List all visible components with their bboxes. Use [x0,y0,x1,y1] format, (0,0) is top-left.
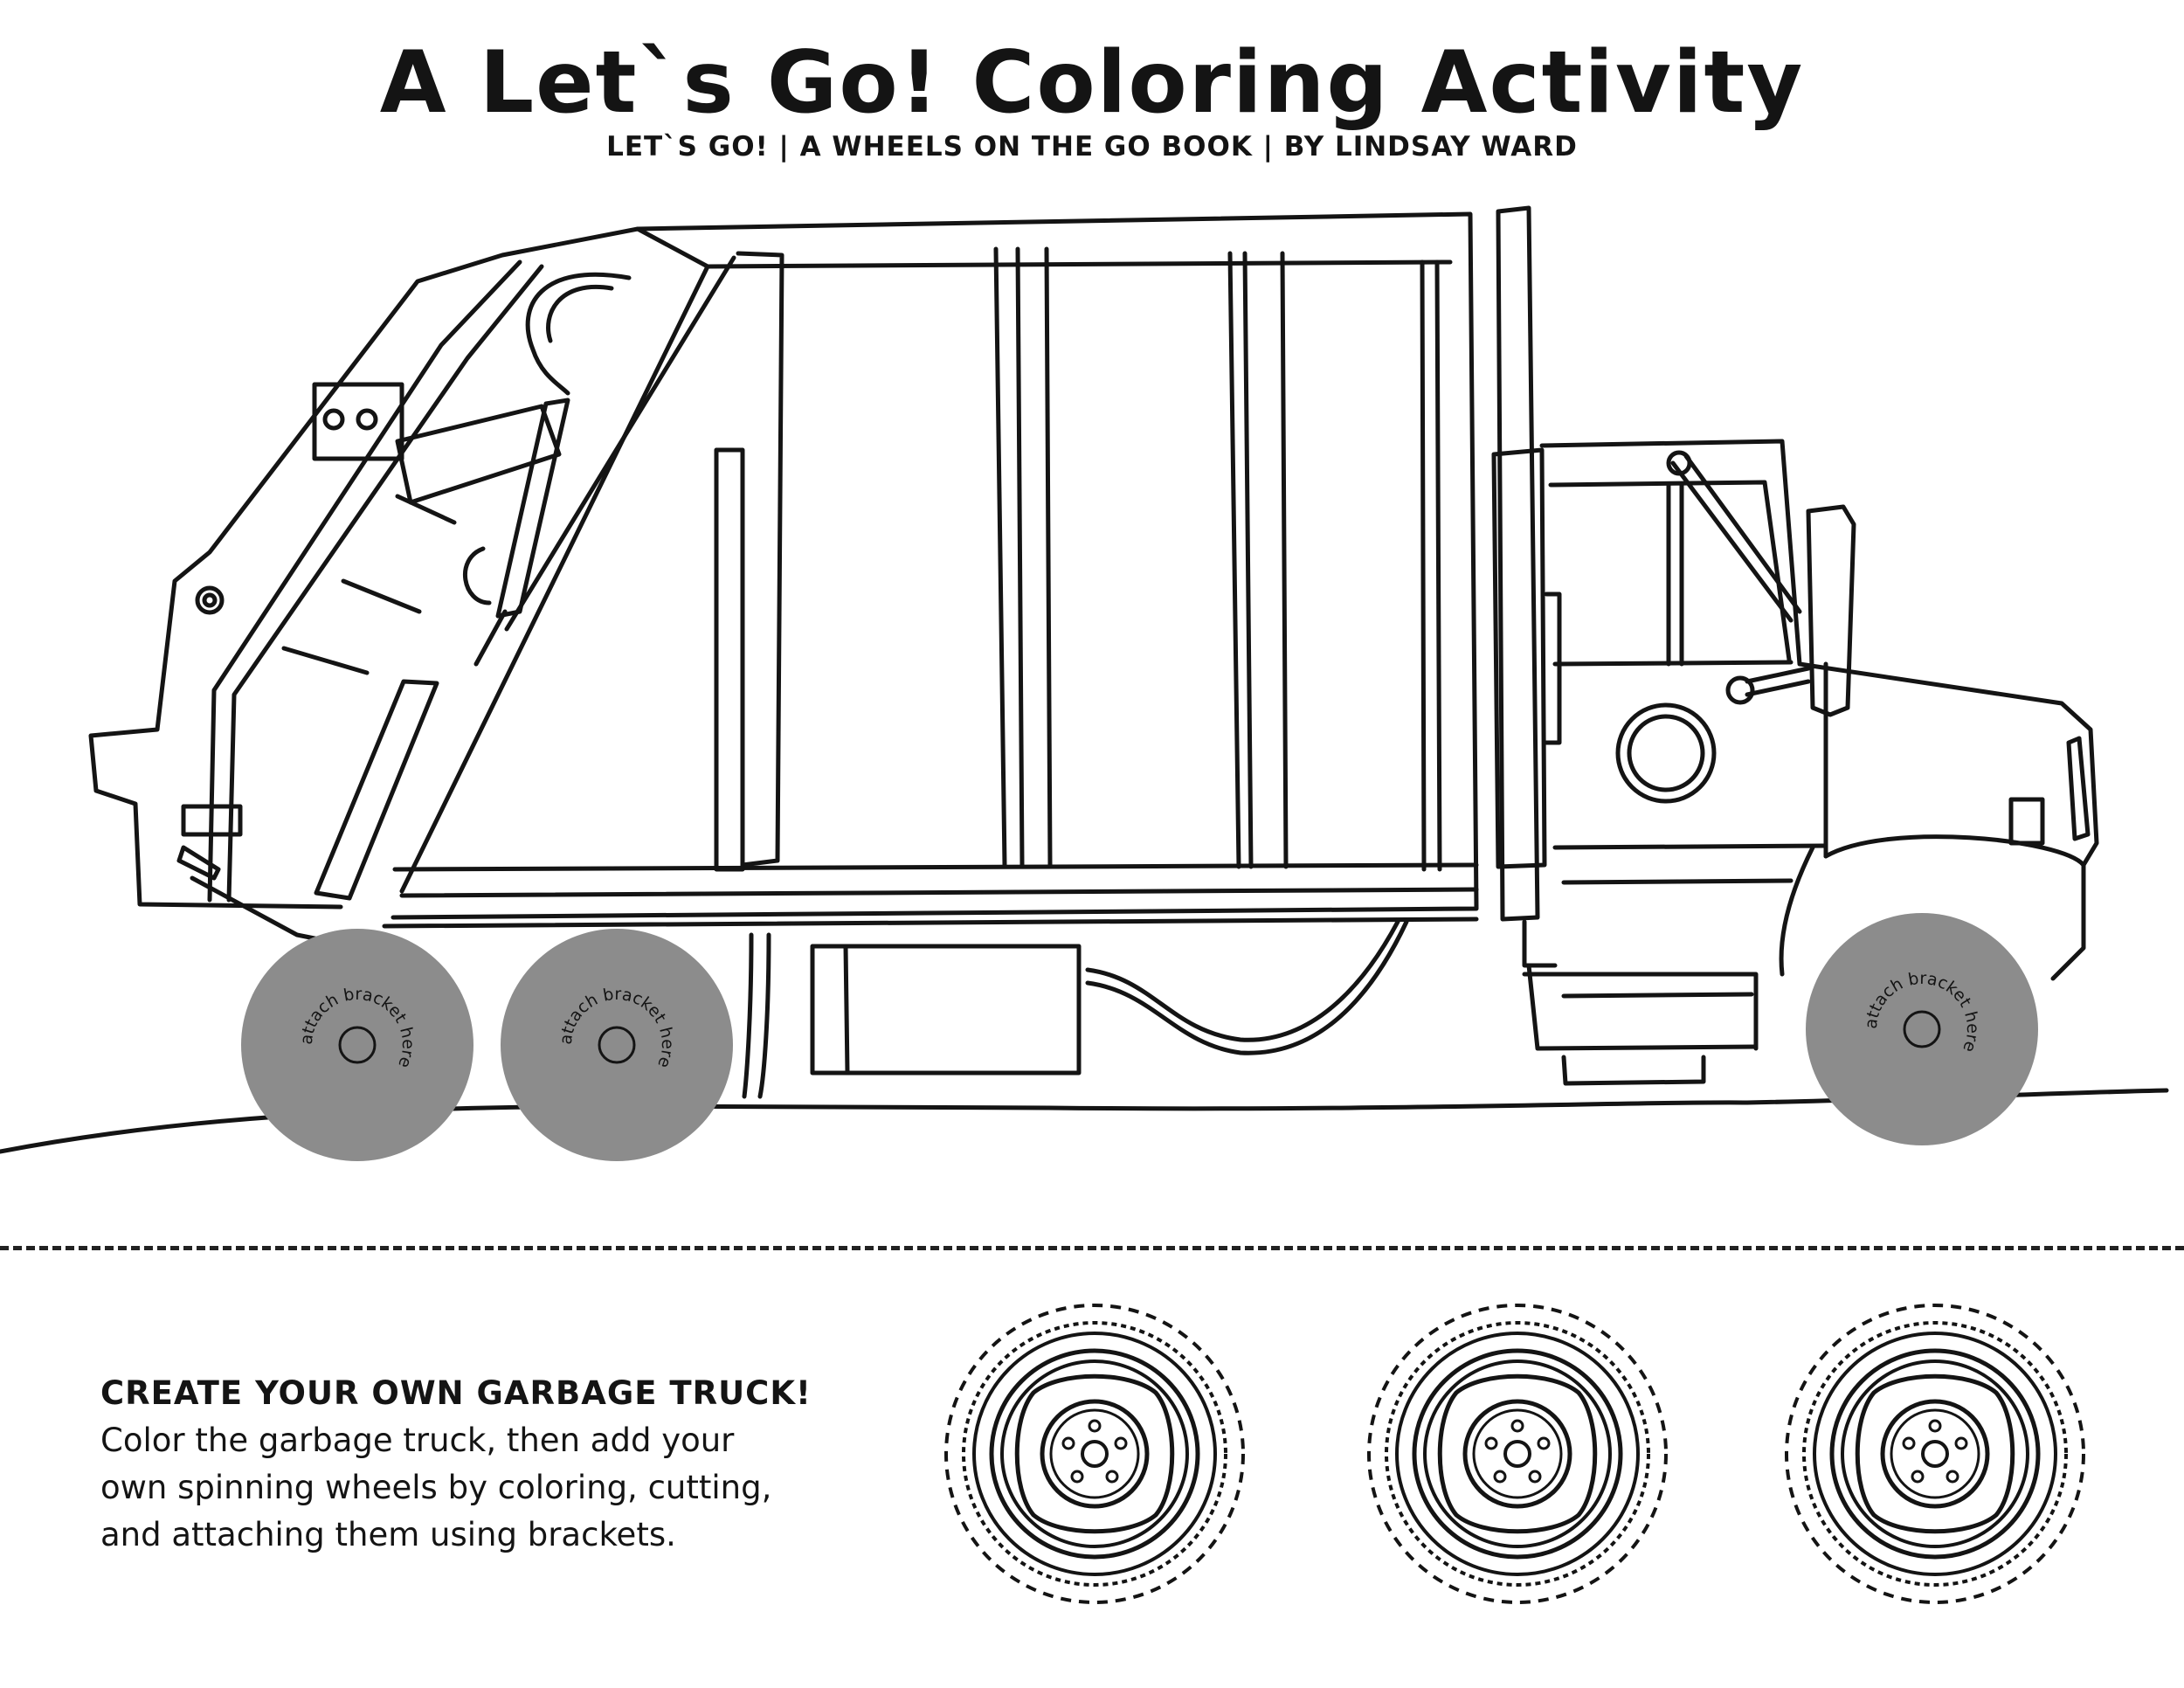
wheel-cutout-icon[interactable] [1369,1305,1666,1602]
wheel-cutout-icon[interactable] [1787,1305,2084,1602]
wheel-cutout-icon[interactable] [946,1305,1243,1602]
page-subtitle: LET`S GO! | A WHEELS ON THE GO BOOK | BY… [606,131,1578,163]
page-title: A Let`s Go! Coloring Activity [379,33,1805,133]
rear-wheel-1 [241,929,473,1161]
instructions: CREATE YOUR OWN GARBAGE TRUCK! Color the… [100,1370,887,1559]
truck-cab [1539,439,2099,981]
body-top [390,211,1479,920]
instructions-line: and attaching them using brackets. [100,1516,676,1553]
front-wheel [1806,913,2038,1145]
cut-line [0,1246,2184,1250]
rear-hopper [88,226,640,910]
instructions-line: Color the garbage truck, then add your [100,1422,735,1459]
instructions-heading: CREATE YOUR OWN GARBAGE TRUCK! [100,1374,812,1412]
instructions-line: own spinning wheels by coloring, cutting… [100,1469,772,1506]
rear-wheel-2 [501,929,733,1161]
